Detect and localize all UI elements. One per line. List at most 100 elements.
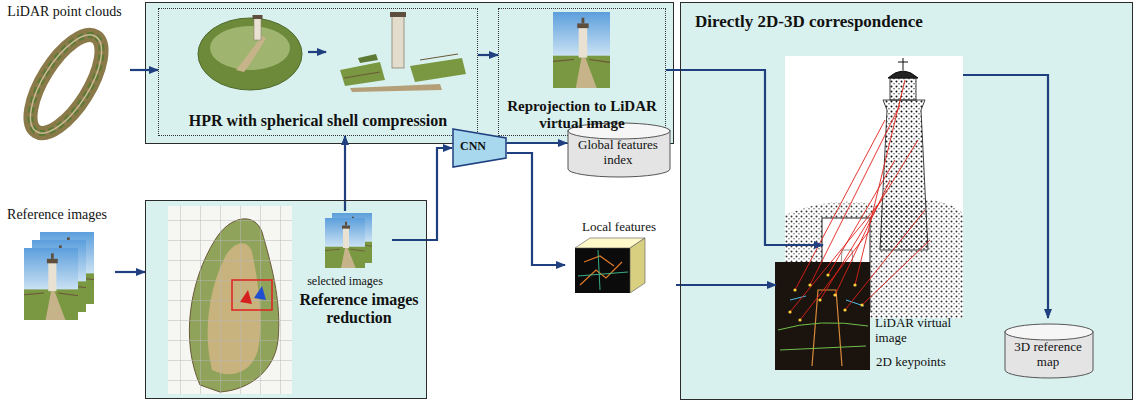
- flow-arrow: [666, 70, 823, 245]
- cloud-dome: [888, 58, 918, 78]
- match-line: [835, 180, 890, 295]
- flow-arrow: [478, 54, 498, 56]
- node-label: CNN: [452, 140, 494, 154]
- hpr-bowl-figure: [198, 15, 302, 90]
- map-arrow: [963, 75, 1048, 318]
- input-figure: LiDAR point clouds: [2, 2, 130, 142]
- camera-marker: [254, 286, 266, 300]
- point-cloud-trees: [17, 24, 115, 143]
- node-label: LiDAR virtual image: [875, 316, 961, 346]
- fragment: [410, 58, 466, 82]
- reference-photo: [24, 248, 78, 320]
- node-label: 2D keypoints: [876, 355, 954, 370]
- bowl-path: [236, 36, 266, 72]
- fragment-tower-cap: [390, 12, 406, 17]
- keypoint-edges: [812, 290, 842, 366]
- fragment-tower: [392, 16, 404, 68]
- grid-map-figure: [168, 206, 292, 394]
- match-line: [795, 120, 885, 290]
- node-label: 3D reference map: [1006, 340, 1090, 370]
- node-label: HPR with spherical shell compression: [163, 112, 473, 130]
- bowl-rim: [198, 18, 302, 90]
- flow-arrow: [115, 271, 145, 273]
- cylinder-body: [568, 130, 670, 177]
- keypoint: [860, 303, 863, 306]
- keypoint-edges: [778, 323, 868, 350]
- feature-cube: [575, 238, 645, 293]
- keypoint: [788, 310, 791, 313]
- cylinder-top: [1005, 324, 1093, 340]
- match-line: [790, 200, 882, 312]
- keypoint: [853, 283, 856, 286]
- feature-edges: [580, 256, 622, 285]
- flow-arrow: [392, 148, 452, 240]
- point-cloud-ring: [17, 24, 115, 143]
- virtual-view-photo: [553, 12, 610, 88]
- node-label: Reference images reduction: [294, 291, 424, 328]
- keypoint: [843, 308, 846, 311]
- fragment: [340, 62, 385, 86]
- keypoint: [833, 293, 836, 296]
- image-figure: LiDAR virtual image: [823, 216, 964, 353]
- point-cloud-figure: [17, 24, 115, 143]
- flow-arrow: [130, 69, 158, 71]
- flow-arrow: [507, 142, 567, 144]
- keypoint: [818, 298, 821, 301]
- fragment: [358, 54, 378, 63]
- camera-marker: [240, 290, 252, 304]
- bowl-tower-cap: [253, 15, 263, 19]
- keypoint: [798, 318, 801, 321]
- map-grid: [168, 206, 292, 394]
- point-cloud-path: [17, 24, 115, 143]
- node-label: Global features index: [569, 138, 667, 168]
- image-figure: selected images: [301, 211, 392, 289]
- fragment: [350, 84, 442, 92]
- fragment-fence: [344, 54, 458, 78]
- correspondence-lines: [790, 80, 930, 320]
- funnel-shape: [453, 129, 506, 167]
- keypoint-photo: [775, 262, 870, 370]
- flow-arrow: [507, 153, 565, 265]
- match-line: [862, 240, 930, 305]
- database-cylinder: 3D reference map: [1004, 323, 1094, 379]
- node-label: selected images: [301, 275, 389, 289]
- feature-edges: [578, 250, 628, 290]
- cube-front: [575, 248, 630, 293]
- module-panel: Reference images reduction selected image…: [145, 200, 427, 399]
- stage-box: HPR with spherical shell compression: [158, 8, 478, 136]
- stage-box: Reprojection to LiDAR virtual image: [498, 8, 666, 136]
- cylinder-top: [568, 123, 670, 139]
- node-label: Local features: [565, 220, 673, 235]
- node-label: Reference images: [2, 207, 112, 223]
- match-line: [800, 230, 870, 320]
- keypoint: [808, 283, 811, 286]
- bowl-tower: [254, 18, 261, 40]
- keypoint-image: [775, 262, 870, 370]
- module-panel: Directly 2D-3D correspondenceLiDAR virtu…: [680, 2, 1133, 400]
- cube-side: [630, 238, 645, 293]
- step-arrow: [308, 51, 326, 53]
- input-figure: Reference images: [2, 205, 115, 325]
- keypoint-dots: [788, 273, 863, 321]
- match-line: [828, 160, 895, 275]
- keypoint: [793, 288, 796, 291]
- node-label: Reprojection to LiDAR virtual image: [503, 98, 661, 133]
- feature-figure: Local features: [565, 220, 676, 298]
- panel-ground: [680, 2, 1133, 400]
- hpr-compressed-figure: [340, 12, 466, 92]
- cloud-tower: [880, 100, 928, 250]
- panel-ground: [145, 200, 427, 399]
- pipeline-panel: [146, 3, 674, 144]
- keypoint: [826, 273, 829, 276]
- node-label: LiDAR point clouds: [2, 4, 127, 20]
- map-ground: [168, 206, 292, 394]
- node-label: Directly 2D-3D correspondence: [695, 12, 1115, 32]
- keypoint-edges: [790, 296, 864, 306]
- network-block: CNN: [452, 128, 507, 168]
- selection-box: [232, 280, 272, 310]
- flow-arrow: [676, 284, 776, 286]
- selected-photo: [325, 218, 365, 268]
